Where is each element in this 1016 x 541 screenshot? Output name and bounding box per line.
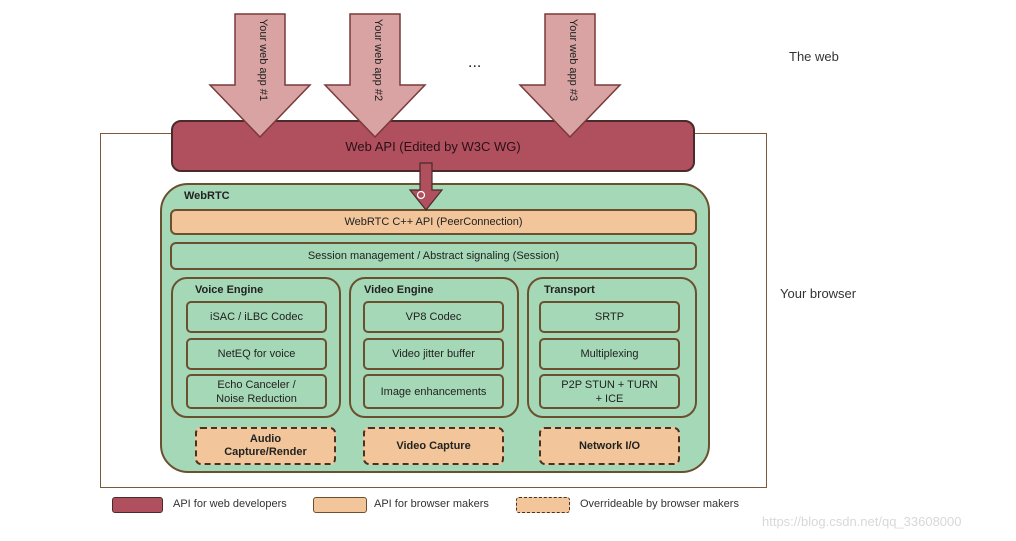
legend-swatch-overrideable (516, 497, 570, 513)
legend-swatch-browser-makers (313, 497, 367, 513)
audio-capture-box: Audio Capture/Render (195, 427, 336, 465)
voice-item-echo: Echo Canceler / Noise Reduction (186, 374, 327, 409)
app-arrow-3-label: Your web app #3 (567, 19, 579, 101)
app-arrow-2-label: Your web app #2 (372, 19, 384, 101)
video-item-jitter: Video jitter buffer (363, 338, 504, 370)
webrtc-cpp-api: WebRTC C++ API (PeerConnection) (170, 209, 697, 235)
legend-label-overrideable: Overrideable by browser makers (580, 498, 739, 510)
your-browser-label: Your browser (780, 286, 857, 301)
app-arrow-1-label: Your web app #1 (257, 19, 269, 101)
transport-item-srtp: SRTP (539, 301, 680, 333)
voice-engine-title: Voice Engine (195, 284, 264, 296)
network-io-box: Network I/O (539, 427, 680, 465)
app-arrow-1: Your web app #1 (208, 13, 312, 139)
video-capture-box: Video Capture (363, 427, 504, 465)
video-engine-title: Video Engine (364, 284, 434, 296)
session-management: Session management / Abstract signaling … (170, 242, 697, 270)
legend-label-web-devs: API for web developers (173, 498, 287, 510)
video-item-codec: VP8 Codec (363, 301, 504, 333)
cursor-icon (416, 190, 426, 200)
web-api-down-arrow (408, 162, 444, 211)
app-arrow-2: Your web app #2 (323, 13, 427, 139)
legend-swatch-web-devs (112, 497, 163, 513)
web-api-bar: Web API (Edited by W3C WG) (171, 120, 695, 172)
more-apps-ellipsis: ... (468, 54, 482, 71)
voice-item-neteq: NetEQ for voice (186, 338, 327, 370)
app-arrow-3: Your web app #3 (518, 13, 622, 139)
the-web-label: The web (789, 49, 839, 64)
transport-title: Transport (544, 284, 595, 296)
webrtc-title: WebRTC (184, 190, 230, 202)
legend-label-browser-makers: API for browser makers (374, 498, 489, 510)
watermark-url: https://blog.csdn.net/qq_33608000 (762, 514, 962, 529)
video-item-enhancements: Image enhancements (363, 374, 504, 409)
transport-item-p2p: P2P STUN + TURN + ICE (539, 374, 680, 409)
voice-item-codec: iSAC / iLBC Codec (186, 301, 327, 333)
transport-item-multiplexing: Multiplexing (539, 338, 680, 370)
